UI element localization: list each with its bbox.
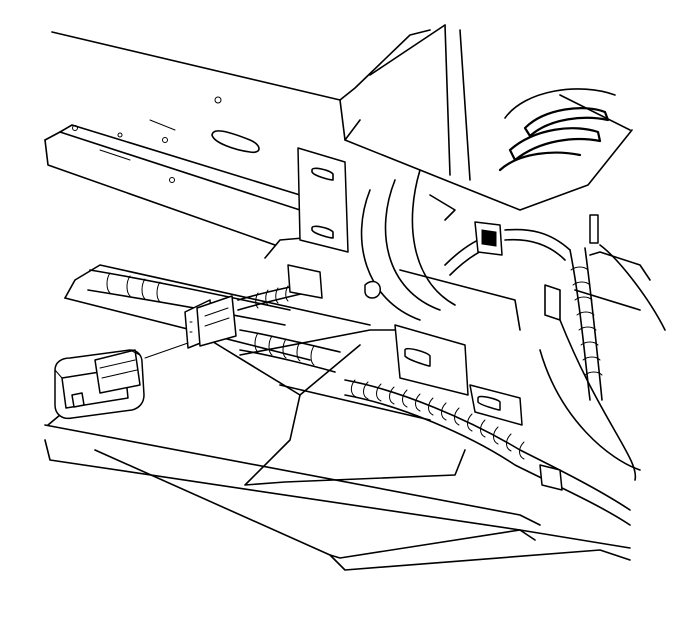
mounting-bracket [297, 147, 561, 426]
wiring-harness [87, 228, 631, 526]
harness-connector [184, 221, 563, 491]
instrument-panel-beam [44, 24, 633, 259]
floor-panel [44, 169, 666, 571]
vent-duct [429, 88, 631, 244]
switch-assembly [54, 342, 189, 420]
